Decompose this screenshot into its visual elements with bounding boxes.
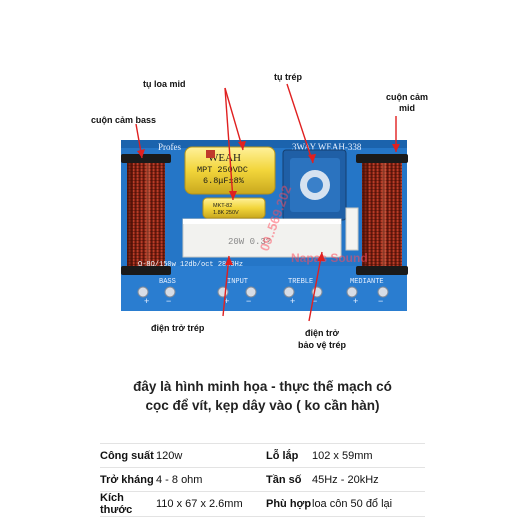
pcb-spec-line: Ω-8Ω/150w 12db/oct 2800Hz (138, 261, 243, 269)
watermark-brand: Napas Sound (291, 251, 368, 265)
svg-text:−: − (166, 296, 171, 306)
spec-value: 120w (156, 449, 183, 462)
spec-value: 102 x 59mm (312, 449, 373, 462)
cap-voltage: MPT 250VDC (197, 165, 248, 175)
polarity-marks: + − + − + − + − (144, 296, 383, 306)
callout-mid-coil: cuộn cảm mid (386, 92, 429, 113)
mid-capacitor: WEAH MPT 250VDC 6.8μF±8% (184, 146, 276, 195)
svg-text:+: + (290, 296, 295, 306)
treble-resistor: 20W 0.3? (182, 218, 342, 258)
label-mediante: MEDIANTE (350, 278, 384, 286)
table-row: Công suất 120w Lỗ lắp 102 x 59mm (100, 443, 425, 468)
svg-text:−: − (378, 296, 383, 306)
label-bass: BASS (159, 278, 176, 286)
svg-text:+: + (144, 296, 149, 306)
treble-protect-resistor (345, 207, 359, 251)
description-line-2: cọc để vít, kẹp dây vào ( ko cần hàn) (145, 398, 380, 413)
spec-table: Công suất 120w Lỗ lắp 102 x 59mm Trở khá… (100, 443, 425, 517)
svg-text:−: − (312, 296, 317, 306)
svg-text:+: + (353, 296, 358, 306)
callout-treble-resistor: điện trở trép (151, 323, 205, 333)
callout-treble-cap: tụ trép (274, 72, 302, 82)
svg-text:+: + (224, 296, 229, 306)
description-line-1: đây là hình minh họa - thực thế mạch có (133, 379, 392, 394)
small-cap-rating: 1.8K 250V (213, 210, 239, 216)
spec-value: 45Hz - 20kHz (312, 473, 379, 486)
table-row: Trở kháng 4 - 8 ohm Tần số 45Hz - 20kHz (100, 467, 425, 492)
label-input: INPUT (227, 278, 248, 286)
small-cap-code: MKT-82 (213, 203, 232, 209)
callout-treble-protect-resistor: điện trở bảo vệ trép (298, 328, 347, 350)
bass-coil (121, 154, 171, 275)
spec-label: Trở kháng (100, 473, 154, 486)
callout-bass-coil: cuộn cảm bass (91, 115, 157, 125)
resistor-label: 20W 0.3? (228, 237, 271, 247)
pcb-model-text: 3WAY WEAH-338 (292, 142, 362, 152)
callout-mid-cap: tụ loa mid (143, 79, 186, 89)
callout-arrowheads (137, 141, 400, 265)
treble-capacitor-small: MKT-82 1.8K 250V (202, 197, 266, 219)
spec-label: Lỗ lắp (266, 449, 299, 462)
mid-coil (356, 154, 408, 275)
pcb-header-text: Profes (158, 142, 181, 152)
label-treble: TREBLE (288, 278, 313, 286)
spec-value: 4 - 8 ohm (156, 473, 203, 486)
table-row: Kích thước 110 x 67 x 2.6mm Phù hợp loa … (100, 491, 425, 517)
spec-label: Phù hợp (266, 498, 312, 510)
crossover-board-illustration: Profes 3WAY WEAH-338 WEAH MPT 250VDC 6.8… (121, 83, 408, 322)
cap-value: 6.8μF±8% (203, 176, 245, 186)
spec-label: Công suất (100, 449, 154, 462)
spec-label: Tần số (266, 473, 302, 486)
small-red-component (206, 150, 215, 158)
cap-brand: WEAH (208, 152, 241, 164)
spec-value: loa côn 50 đổ lại (312, 498, 393, 510)
svg-text:−: − (246, 296, 251, 306)
spec-value: 110 x 67 x 2.6mm (156, 498, 243, 510)
spec-label: Kích thước (100, 492, 133, 516)
